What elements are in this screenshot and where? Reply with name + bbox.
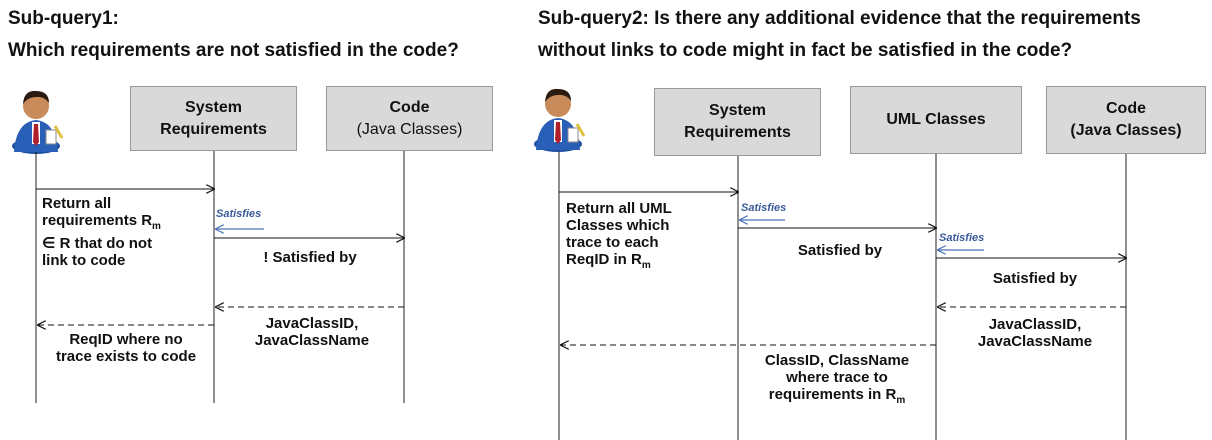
label-line: JavaClassID,: [265, 315, 359, 332]
satisfies-label-2: Satisfies: [939, 232, 985, 244]
box-label: Code: [1106, 100, 1146, 117]
box-label: (Java Classes): [356, 120, 463, 138]
not-satisfied-by-label: ! Satisfied by: [263, 249, 357, 266]
label-line: ClassID, ClassName: [764, 352, 910, 369]
label-line: JavaClassName: [254, 332, 370, 349]
label-line: Return all: [42, 195, 112, 212]
subscript: m: [152, 221, 161, 232]
code-java-classes-box: Code (Java Classes): [326, 86, 493, 151]
satisfies-label-1: Satisfies: [741, 202, 787, 214]
java-class-ids-label-2: JavaClassID, JavaClassName: [945, 316, 1125, 350]
java-class-ids-label: JavaClassID, JavaClassName: [222, 315, 402, 349]
satisfied-by-label-2: Satisfied by: [992, 270, 1078, 287]
box-label: Requirements: [160, 120, 267, 138]
label-line: link to code: [42, 252, 126, 269]
label-line: where trace to: [786, 369, 888, 386]
box-label: (Java Classes): [1070, 122, 1182, 139]
left-heading-line1: Sub-query1:: [8, 8, 119, 29]
subscript: m: [641, 260, 651, 271]
satisfied-by-label-1: Satisfied by: [797, 242, 883, 259]
system-requirements-box-2: System Requirements: [654, 88, 821, 156]
return-all-uml-label: Return all UML Classes which trace to ea…: [566, 200, 736, 274]
label-line: Return all UML: [566, 200, 672, 217]
code-java-classes-box-2: Code (Java Classes): [1046, 86, 1206, 154]
box-label: System: [709, 102, 766, 119]
right-heading-line1: Sub-query2: Is there any additional evid…: [538, 8, 1141, 29]
reqid-label: ReqID where no trace exists to code: [40, 331, 212, 365]
label-line: ReqID where no: [69, 331, 183, 348]
label-line: trace exists to code: [55, 348, 197, 365]
label-line: ReqID in R: [566, 251, 642, 268]
label-line: JavaClassID,: [988, 316, 1082, 333]
label-line: Classes which: [566, 217, 670, 234]
label-line: trace to each: [566, 234, 659, 251]
box-label: UML Classes: [886, 111, 986, 128]
label-line: requirements in R: [768, 386, 897, 403]
box-label: Code: [389, 98, 430, 116]
uml-classes-box: UML Classes: [850, 86, 1022, 154]
box-label: System: [185, 98, 242, 116]
label-line: JavaClassName: [977, 333, 1093, 350]
system-requirements-box: System Requirements: [130, 86, 297, 151]
left-heading-line2: Which requirements are not satisfied in …: [8, 40, 459, 61]
satisfies-label: Satisfies: [216, 208, 262, 220]
box-label: Requirements: [684, 124, 791, 141]
class-ids-label: ClassID, ClassName where trace to requir…: [742, 352, 932, 409]
right-heading-line2: without links to code might in fact be s…: [538, 40, 1073, 61]
label-line: ∈ R that do not: [42, 235, 153, 252]
return-all-requirements-label: Return all requirements Rm ∈ R that do n…: [42, 195, 212, 269]
subscript: m: [896, 395, 906, 406]
label-line: requirements R: [42, 212, 153, 229]
user-actor-icon: [12, 90, 64, 154]
user-actor-icon: [534, 88, 586, 152]
